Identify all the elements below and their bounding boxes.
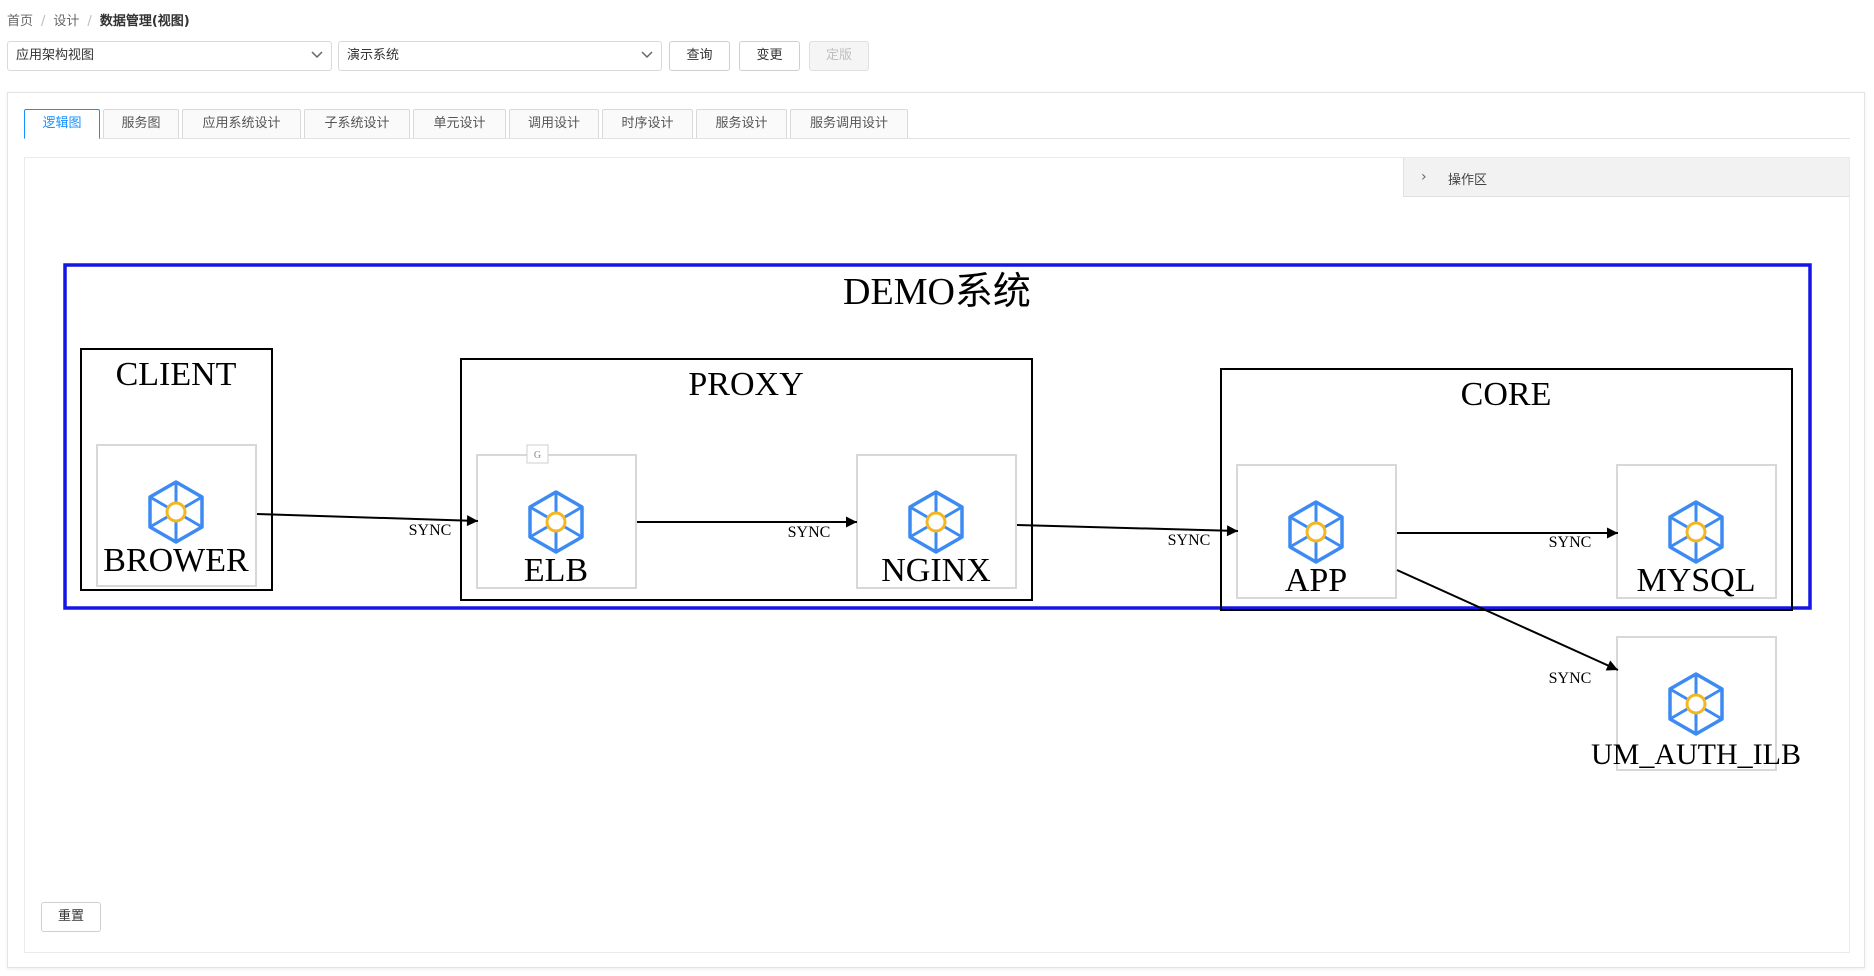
- system-select-value: 演示系统: [347, 48, 400, 63]
- node-app-label: APP: [1285, 562, 1347, 599]
- cluster-proxy: [460, 358, 1033, 601]
- breadcrumb-current: 数据管理(视图): [99, 14, 190, 29]
- cluster-client: [80, 348, 273, 591]
- reset-button[interactable]: 重置: [41, 902, 101, 932]
- node-mysql-label: MYSQL: [1636, 562, 1755, 599]
- node-elb-label: ELB: [524, 552, 588, 589]
- edge-label: SYNC: [1549, 534, 1592, 551]
- operation-area-toggle[interactable]: › 操作区: [1403, 158, 1849, 197]
- chevron-right-icon: ›: [1421, 169, 1427, 185]
- system-select[interactable]: 演示系统: [338, 41, 662, 71]
- tab-service-design[interactable]: 服务设计: [696, 109, 787, 138]
- breadcrumb-separator: /: [41, 14, 46, 29]
- edge-nginx-app[interactable]: [1016, 524, 1239, 537]
- query-button[interactable]: 查询: [669, 41, 730, 71]
- change-button[interactable]: 变更: [739, 41, 800, 71]
- tab-service-call-design[interactable]: 服务调用设计: [790, 109, 908, 138]
- node-badge-label: G: [534, 450, 541, 461]
- node-mysql[interactable]: MYSQL: [1616, 464, 1777, 599]
- system-boundary: [63, 263, 1812, 610]
- node-um-auth-ilb[interactable]: UM_AUTH_ILB: [1591, 636, 1801, 771]
- cluster-core: [1220, 368, 1793, 611]
- node-brower[interactable]: BROWER: [96, 444, 257, 587]
- main-panel: 逻辑图 服务图 应用系统设计 子系统设计 单元设计 调用设计 时序设计 服务设计…: [7, 92, 1865, 968]
- diagram-canvas[interactable]: › 操作区 DEMO系统: [24, 157, 1850, 953]
- view-select-value: 应用架构视图: [16, 48, 95, 63]
- cluster-core-label: CORE: [1461, 376, 1552, 413]
- breadcrumb-home[interactable]: 首页: [7, 14, 34, 29]
- node-app[interactable]: APP: [1236, 464, 1397, 599]
- operation-area-label: 操作区: [1448, 173, 1488, 188]
- view-select[interactable]: 应用架构视图: [7, 41, 332, 71]
- chevron-down-icon: [311, 51, 323, 59]
- tab-call-design[interactable]: 调用设计: [509, 109, 599, 138]
- node-nginx[interactable]: NGINX: [856, 454, 1017, 589]
- finalize-button[interactable]: 定版: [809, 41, 869, 71]
- edge-brower-elb[interactable]: [256, 513, 479, 527]
- edge-label: SYNC: [1168, 532, 1211, 549]
- chevron-down-icon: [641, 51, 653, 59]
- node-nginx-label: NGINX: [881, 552, 991, 589]
- breadcrumb-design[interactable]: 设计: [53, 14, 80, 29]
- tab-logic-diagram[interactable]: 逻辑图: [24, 109, 100, 139]
- cluster-client-label: CLIENT: [116, 356, 237, 393]
- edge-label: SYNC: [1549, 670, 1592, 687]
- breadcrumb-separator: /: [87, 14, 92, 29]
- edge-label: SYNC: [788, 524, 831, 541]
- node-elb[interactable]: ELB: [476, 454, 637, 589]
- breadcrumb: 首页 / 设计 / 数据管理(视图): [7, 10, 190, 29]
- node-um-auth-ilb-label: UM_AUTH_ILB: [1591, 738, 1801, 771]
- node-brower-label: BROWER: [103, 542, 249, 579]
- edge-app-um-auth-ilb[interactable]: [1396, 569, 1619, 671]
- node-badge[interactable]: G: [526, 444, 549, 464]
- tab-subsystem-design[interactable]: 子系统设计: [304, 109, 410, 138]
- tab-bar: 逻辑图 服务图 应用系统设计 子系统设计 单元设计 调用设计 时序设计 服务设计…: [24, 109, 1850, 139]
- architecture-diagram: DEMO系统 CLIENT PROXY CORE BROWER ELB: [63, 263, 1812, 771]
- tab-service-diagram[interactable]: 服务图: [103, 109, 179, 138]
- system-title: DEMO系统: [843, 271, 1031, 313]
- tab-unit-design[interactable]: 单元设计: [413, 109, 506, 138]
- tab-app-system-design[interactable]: 应用系统设计: [182, 109, 301, 138]
- cluster-proxy-label: PROXY: [688, 366, 803, 403]
- tab-sequence-design[interactable]: 时序设计: [602, 109, 693, 138]
- edge-label: SYNC: [409, 522, 452, 539]
